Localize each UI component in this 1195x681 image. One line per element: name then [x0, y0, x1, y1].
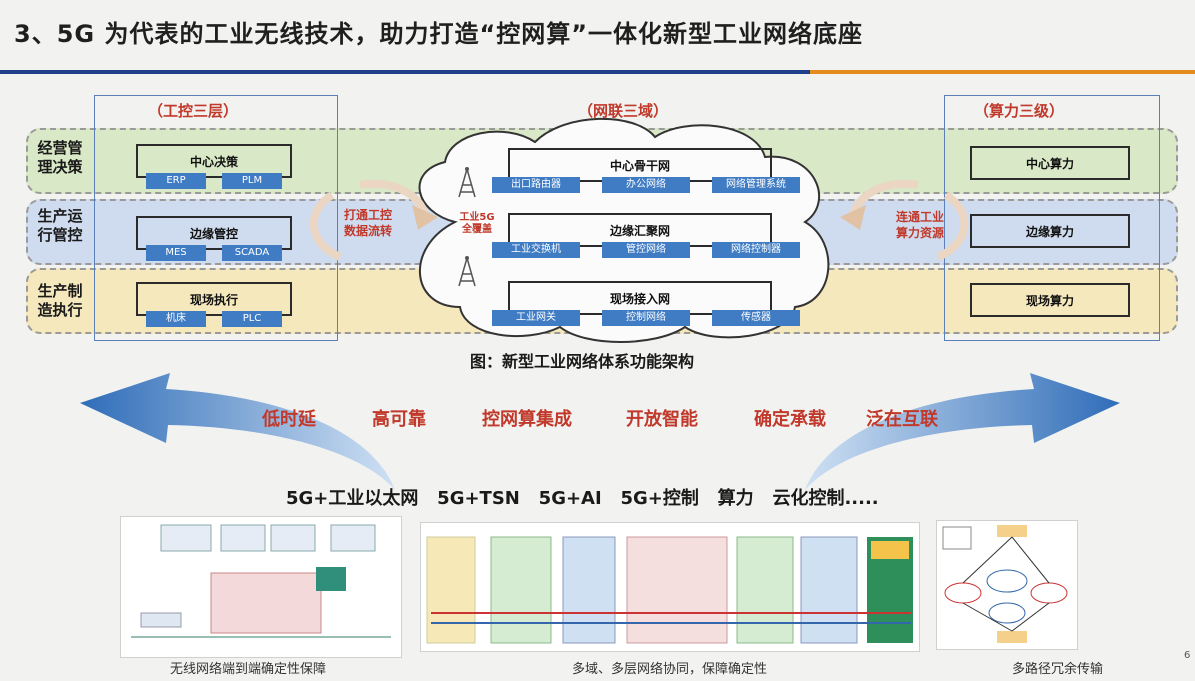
tag-nms: 网络管理系统 [712, 177, 800, 193]
tag-gateway: 工业网关 [492, 310, 580, 326]
tag-router: 出口路由器 [492, 177, 580, 193]
big-arrow-left-icon [80, 373, 395, 490]
thumbnail-multidomain [420, 522, 920, 652]
circular-arrow-left-icon [309, 179, 438, 261]
right-arrow-text: 连通工业 算力资源 [895, 210, 944, 240]
tag-ctrl-net: 控制网络 [602, 310, 690, 326]
tag-net-controller: 网络控制器 [712, 242, 800, 258]
tag-sensor: 传感器 [712, 310, 800, 326]
group-label-center: （网联三域） [578, 102, 669, 120]
figure-caption: 图：新型工业网络体系功能架构 [470, 352, 695, 371]
tag-office-net: 办公网络 [602, 177, 690, 193]
network-cloud [418, 117, 830, 343]
circular-arrow-right-icon [840, 179, 969, 261]
title-rule-blue [0, 70, 810, 74]
tag-control-net: 管控网络 [602, 242, 690, 258]
feature-open-intelligence: 开放智能 [626, 409, 698, 430]
feature-low-latency: 低时延 [262, 409, 316, 430]
title-rule-orange [810, 70, 1195, 74]
tag-machine: 机床 [146, 311, 206, 327]
left-box-field-exec: 现场执行 [136, 282, 292, 316]
left-box-center-decision: 中心决策 [136, 144, 292, 178]
tag-erp: ERP [146, 173, 206, 189]
right-box-edge-compute: 边缘算力 [970, 214, 1130, 248]
thumbnail-multipath [936, 520, 1078, 650]
page-title: 3、5G 为代表的工业无线技术，助力打造“控网算”一体化新型工业网络底座 [14, 20, 863, 48]
thumb-caption-multipath: 多路径冗余传输 [1012, 662, 1104, 677]
group-label-right: （算力三级） [974, 102, 1065, 120]
big-arrow-right-icon [805, 373, 1120, 490]
feature-integration: 控网算集成 [482, 409, 572, 430]
tag-mes: MES [146, 245, 206, 261]
5g-coverage-text: 工业5G 全覆盖 [459, 212, 495, 235]
tag-scada: SCADA [222, 245, 282, 261]
tag-ind-switch: 工业交换机 [492, 242, 580, 258]
tag-plm: PLM [222, 173, 282, 189]
left-arrow-text: 打通工控 数据流转 [343, 208, 392, 238]
tag-plc: PLC [222, 311, 282, 327]
right-box-field-compute: 现场算力 [970, 283, 1130, 317]
left-column-frame [94, 95, 338, 341]
group-label-left: （工控三层） [148, 102, 239, 120]
antenna-tower-icon [458, 167, 476, 198]
left-box-edge-control: 边缘管控 [136, 216, 292, 250]
feature-deterministic: 确定承载 [754, 409, 826, 430]
thumbnail-wireless-e2e [120, 516, 402, 658]
row-label-execution: 生产制 造执行 [37, 282, 83, 319]
right-box-center-compute: 中心算力 [970, 146, 1130, 180]
technology-list: 5G+工业以太网 5G+TSN 5G+AI 5G+控制 算力 云化控制..... [286, 488, 879, 509]
feature-high-reliability: 高可靠 [372, 409, 426, 430]
page-number: 6 [1184, 650, 1191, 661]
row-label-decision: 经营管 理决策 [37, 139, 83, 176]
thumb-caption-multidomain: 多域、多层网络协同，保障确定性 [572, 662, 768, 677]
row-label-operation: 生产运 行管控 [37, 207, 83, 244]
thumb-caption-wireless: 无线网络端到端确定性保障 [170, 662, 327, 677]
right-column-frame [944, 95, 1160, 341]
feature-ubiquitous: 泛在互联 [866, 409, 938, 430]
antenna-tower-icon [458, 256, 476, 287]
